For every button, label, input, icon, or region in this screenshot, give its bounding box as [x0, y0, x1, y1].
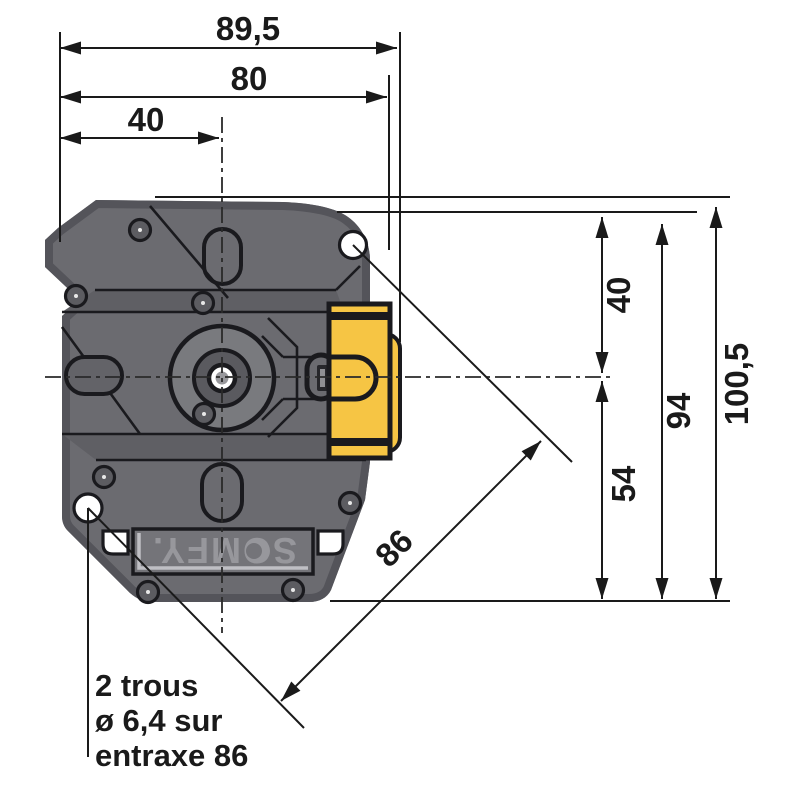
dim-label-left-to-axis: 40: [128, 101, 165, 138]
yellow-cap-body: [326, 301, 393, 461]
arrow: [655, 224, 669, 245]
yellow-cap-top-bar: [329, 312, 390, 320]
arrow: [60, 131, 81, 145]
dim-label-overall-height: 100,5: [718, 343, 755, 426]
plate-cutout-right: [316, 529, 345, 556]
motor-body-group: SOMFY.: [45, 200, 402, 605]
arm-seam-line: [261, 398, 284, 421]
somfy-logo-text: SOMFY.: [151, 530, 297, 571]
yellow-drive-cap: [326, 301, 402, 461]
arrow: [281, 681, 301, 701]
arrow: [655, 578, 669, 599]
lower-panel-band: [62, 434, 366, 460]
holes-note-line2: ø 6,4 sur: [95, 703, 223, 738]
arrow: [521, 441, 541, 461]
arm-seam-line: [261, 335, 284, 358]
arrow: [198, 131, 219, 145]
arrow: [595, 217, 609, 238]
dim-label-hole-spacing: 86: [368, 522, 420, 574]
arrow: [709, 207, 723, 228]
dimension-annotations: 89,5 80 40 40 54 94 100,5 86 2 trous ø 6…: [45, 10, 755, 773]
arrow: [60, 90, 81, 104]
arrow: [60, 41, 81, 55]
extension-line-hole-top: [352, 244, 573, 463]
band-seam-line: [335, 265, 361, 291]
screw-dot-set: [74, 228, 352, 594]
holes-note-line1: 2 trous: [95, 668, 198, 703]
dim-label-overall-width: 89,5: [216, 10, 280, 47]
yellow-cap-capsule: [329, 354, 379, 402]
holes-note: 2 trous ø 6,4 sur entraxe 86: [95, 668, 248, 773]
logo-plate-highlight: [137, 533, 308, 570]
arrow: [376, 41, 397, 55]
holes-note-line3: entraxe 86: [95, 738, 248, 773]
dim-label-top-to-axis: 40: [600, 277, 637, 314]
arrow: [595, 352, 609, 373]
dimension-arrows: [60, 41, 723, 701]
dim-label-body-width: 80: [231, 60, 268, 97]
connector-slit: [320, 369, 325, 387]
somfy-logo: SOMFY.: [151, 530, 297, 571]
dim-label-mounting-height: 94: [660, 392, 697, 429]
arrow: [595, 381, 609, 402]
somfy-logo-moon-crescent: [246, 543, 262, 559]
yellow-cap-bottom-bar: [329, 438, 390, 446]
left-oval-recess: [64, 355, 124, 396]
body-shadow-rim: [45, 200, 370, 602]
extension-line-hole-bottom: [87, 507, 305, 729]
dim-label-axis-to-bottom: 54: [605, 465, 642, 502]
arrow: [709, 578, 723, 599]
arrow: [595, 578, 609, 599]
arrow: [366, 90, 387, 104]
dim-line-hole-spacing: [280, 440, 542, 702]
plate-cutout-left: [101, 529, 130, 556]
